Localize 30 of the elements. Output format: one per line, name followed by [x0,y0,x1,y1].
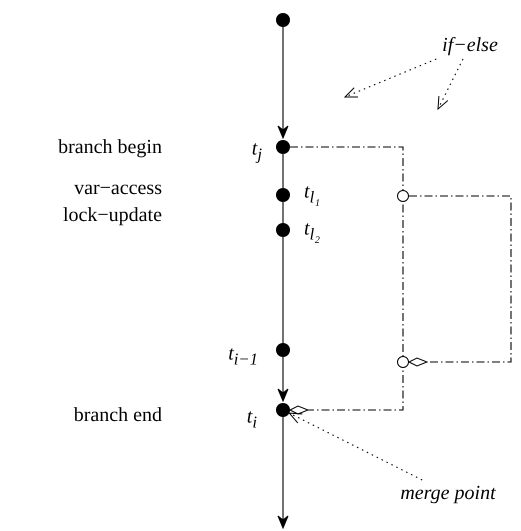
event-dot [276,403,290,417]
timeline-line [282,154,284,188]
event-label: var−access [74,178,162,198]
callout-text: if−else [418,31,521,59]
open-circle [397,356,409,368]
event-dot [276,140,290,154]
dash-dot-connector [408,195,512,366]
time-label: t$_{j}$ [252,138,262,164]
leader-line [288,412,422,480]
time-label: t$_{i}$ [246,406,257,432]
timeline-line [282,202,284,223]
arrow [278,27,288,138]
arrow [278,417,288,528]
timeline-line [282,237,284,343]
event-dot [276,343,290,357]
arrow [278,357,288,402]
open-circle [397,190,409,202]
time-label: t$_{i−1}$ [228,344,258,368]
time-label: t$_{l₂}$ [304,218,320,244]
event-label: branch end [74,405,162,425]
event-dot [276,188,290,202]
event-dot [276,223,290,237]
event-label: branch begin [58,137,162,157]
event-dot [276,13,290,27]
leader-line [344,58,437,98]
dash-dot-connector [290,146,404,414]
leader-line [438,58,464,110]
event-label: lock−update [62,205,162,225]
callout-text: merge point [375,480,521,506]
time-label: t$_{l₁}$ [304,182,320,206]
